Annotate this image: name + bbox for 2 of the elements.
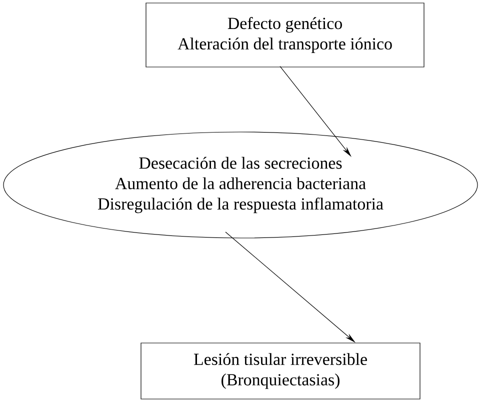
process-box: Defecto genético Alteración del transporte iónico — [146, 2, 424, 68]
process-box: Lesión tisular irreversible (Bronquiectasias) — [140, 342, 420, 400]
